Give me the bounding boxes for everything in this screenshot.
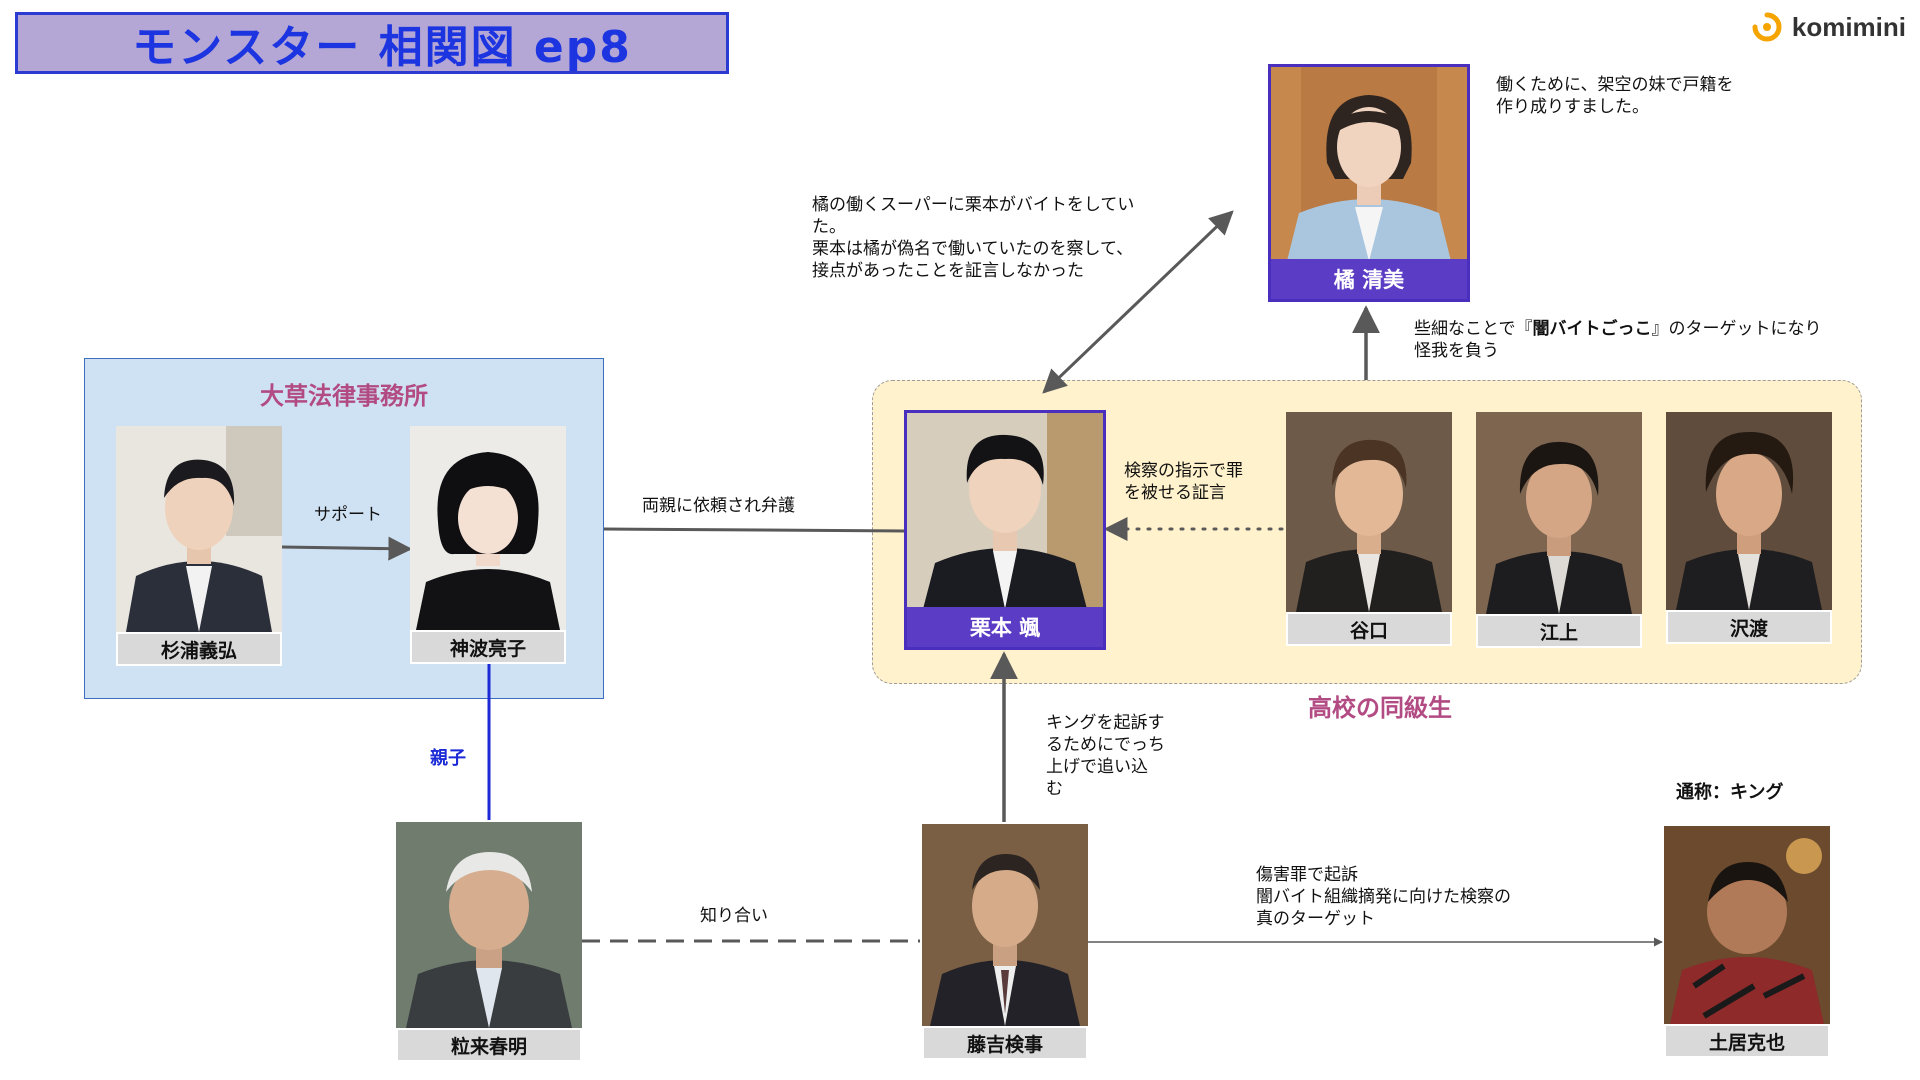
page-title: モンスター 相関図 ep8 <box>132 22 632 73</box>
name-taniguchi: 谷口 <box>1286 612 1452 646</box>
false-testimony-line-1: 検察の指示で罪 <box>1124 461 1243 481</box>
label-acquaintance: 知り合い <box>700 906 768 926</box>
tachibana-note-line-2: 作り成りすました。 <box>1496 97 1649 117</box>
logo: komimini <box>1750 10 1906 44</box>
indict-line-3: 真のターゲット <box>1256 909 1375 929</box>
frameup-line-4: む <box>1046 779 1063 799</box>
false-testimony-line-2: を被せる証言 <box>1124 483 1226 503</box>
indict-line-2: 闇バイト組織摘発に向けた検察の <box>1256 887 1511 907</box>
label-indict: 傷害罪で起訴 闇バイト組織摘発に向けた検察の 真のターゲット <box>1256 864 1511 930</box>
name-sawatari: 沢渡 <box>1666 610 1832 644</box>
portrait-taniguchi <box>1286 412 1452 612</box>
frameup-line-3: 上げで追い込 <box>1046 757 1148 777</box>
frameup-line-1: キングを起訴す <box>1046 713 1165 733</box>
indict-line-1: 傷害罪で起訴 <box>1256 865 1358 885</box>
person-card-kurimoto: 栗本 颯 <box>904 410 1106 650</box>
target-line-1: 些細なことで『闇バイトごっこ』のターゲットになり <box>1414 318 1822 340</box>
portrait-tachibana <box>1271 67 1467 261</box>
frameup-line-2: るためにでっち <box>1046 735 1165 755</box>
support-arrow <box>281 536 413 561</box>
defend-line <box>603 527 905 533</box>
person-card-kamba: 神波亮子 <box>410 426 566 664</box>
kurimoto-tachibana-arrow <box>1042 210 1234 394</box>
label-frameup: キングを起訴す るためにでっち 上げで追い込 む <box>1046 712 1165 800</box>
portrait-tsubura <box>396 822 582 1028</box>
name-kamba: 神波亮子 <box>410 630 566 664</box>
label-defend: 両親に依頼され弁護 <box>642 496 795 516</box>
label-target: 些細なことで『闇バイトごっこ』のターゲットになり 怪我を負う <box>1414 318 1822 362</box>
kurimoto-tachibana-line-2: た。 <box>812 217 846 237</box>
label-tachibana-note: 働くために、架空の妹で戸籍を 作り成りすました。 <box>1496 74 1734 118</box>
portrait-kurimoto <box>907 413 1103 609</box>
target-line-2: 怪我を負う <box>1414 341 1499 361</box>
person-card-tsubura: 粒来春明 <box>396 822 582 1062</box>
portrait-sawatari <box>1666 412 1832 610</box>
label-false-testimony: 検察の指示で罪 を被せる証言 <box>1124 460 1243 504</box>
name-egami: 江上 <box>1476 614 1642 648</box>
name-sugiura: 杉浦義弘 <box>116 632 282 666</box>
title-banner: モンスター 相関図 ep8 <box>15 12 729 74</box>
person-card-fujiyoshi: 藤吉検事 <box>922 824 1088 1060</box>
name-kurimoto: 栗本 颯 <box>907 607 1103 647</box>
portrait-doi <box>1664 826 1830 1024</box>
label-king-alias: 通称：キング <box>1676 782 1784 803</box>
label-support: サポート <box>314 505 382 525</box>
target-prefix: 些細なことで『 <box>1414 319 1533 339</box>
target-bold: 闇バイトごっこ <box>1532 319 1652 339</box>
law-firm-label: 大草法律事務所 <box>260 382 428 410</box>
portrait-sugiura <box>116 426 282 632</box>
komimini-logo-icon <box>1752 12 1782 42</box>
portrait-fujiyoshi <box>922 824 1088 1026</box>
person-card-egami: 江上 <box>1476 412 1642 648</box>
name-doi: 土居克也 <box>1664 1024 1830 1058</box>
person-card-tachibana: 橘 清美 <box>1268 64 1470 302</box>
name-fujiyoshi: 藤吉検事 <box>922 1026 1088 1060</box>
kurimoto-tachibana-line-1: 橘の働くスーパーに栗本がバイトをしてい <box>812 195 1135 215</box>
person-card-taniguchi: 谷口 <box>1286 412 1452 646</box>
target-suffix: 』のターゲットになり <box>1651 319 1822 339</box>
person-card-sawatari: 沢渡 <box>1666 412 1832 644</box>
tachibana-note-line-1: 働くために、架空の妹で戸籍を <box>1496 75 1734 95</box>
name-tsubura: 粒来春明 <box>396 1028 582 1062</box>
label-kurimoto-tachibana: 橘の働くスーパーに栗本がバイトをしてい た。 栗本は橘が偽名で働いていたのを察し… <box>812 194 1134 282</box>
classmates-label: 高校の同級生 <box>1308 694 1452 722</box>
portrait-egami <box>1476 412 1642 614</box>
name-tachibana: 橘 清美 <box>1271 259 1467 299</box>
label-parent-child: 親子 <box>430 748 466 769</box>
person-card-doi: 土居克也 <box>1664 826 1830 1058</box>
kurimoto-tachibana-line-4: 接点があったことを証言しなかった <box>812 261 1084 281</box>
person-card-sugiura: 杉浦義弘 <box>116 426 282 666</box>
logo-text: komimini <box>1791 11 1906 42</box>
portrait-kamba <box>410 426 566 630</box>
kurimoto-tachibana-line-3: 栗本は橘が偽名で働いていたのを察して、 <box>812 239 1134 259</box>
